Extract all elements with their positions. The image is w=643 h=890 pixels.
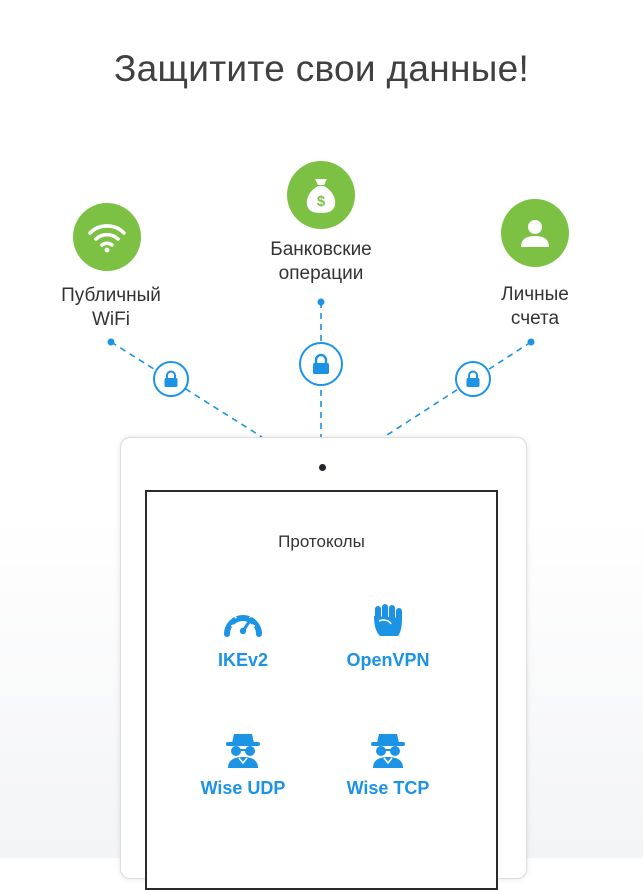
feature-label-line: WiFi (92, 309, 130, 330)
feature-label-line: Банковские (270, 239, 372, 260)
tablet-screen: Протоколы IKEv2 (145, 490, 498, 890)
feature-label-wifi: Публичный WiFi (31, 284, 191, 332)
camera-dot (319, 464, 326, 471)
endpoint-dot-center (317, 298, 325, 306)
lock-icon (299, 342, 343, 386)
feature-label-line: операции (278, 263, 364, 284)
tablet-device: Протоколы IKEv2 (120, 437, 527, 890)
protocol-wise-tcp[interactable]: Wise TCP (318, 728, 458, 799)
feature-label-line: Личные (501, 284, 569, 305)
protocol-openvpn[interactable]: OpenVPN (318, 600, 458, 671)
protocol-ikev2[interactable]: IKEv2 (173, 600, 313, 671)
wifi-icon (73, 203, 141, 271)
endpoint-dot-right (527, 338, 535, 346)
speedometer-icon (173, 600, 313, 640)
fist-icon (318, 600, 458, 640)
screen-title: Протоколы (278, 532, 365, 551)
feature-label-line: Публичный (61, 285, 161, 306)
protocol-label: Wise TCP (346, 778, 430, 798)
svg-text:$: $ (317, 193, 326, 210)
protocol-label: IKEv2 (217, 650, 269, 670)
page-headline: Защитите свои данные! (113, 48, 530, 89)
spy-icon (318, 728, 458, 768)
feature-label-accounts: Личные счета (455, 283, 615, 331)
protocol-wise-udp[interactable]: Wise UDP (173, 728, 313, 799)
lock-icon (455, 361, 491, 397)
spy-icon (173, 728, 313, 768)
money-bag-icon: $ (287, 161, 355, 229)
user-icon (501, 199, 569, 267)
endpoint-dot-left (107, 338, 115, 346)
protocol-label: Wise UDP (200, 778, 286, 798)
feature-label-line: счета (510, 308, 560, 329)
feature-label-banking: Банковские операции (241, 238, 401, 286)
lock-icon (153, 361, 189, 397)
protocol-label: OpenVPN (346, 650, 430, 670)
